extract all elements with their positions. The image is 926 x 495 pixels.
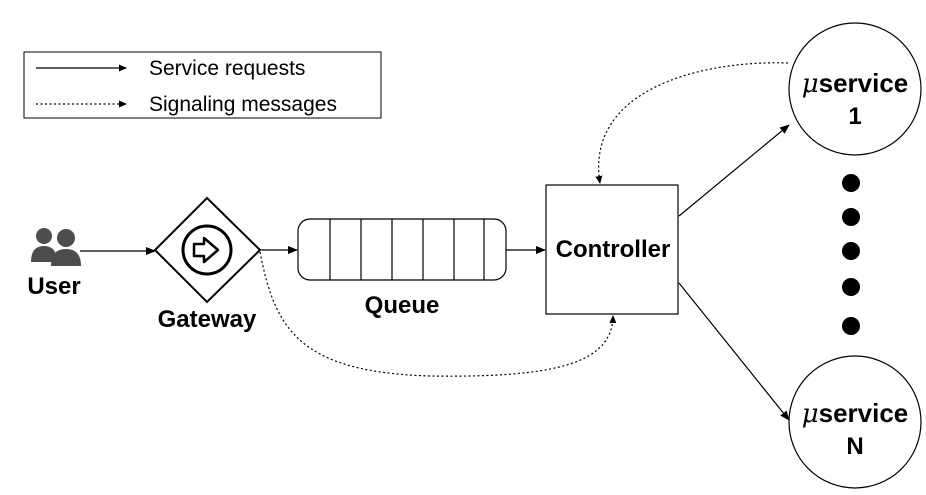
service-n-name: service bbox=[819, 398, 909, 428]
gateway-label: Gateway bbox=[158, 306, 257, 333]
right-arrow-icon bbox=[192, 236, 220, 264]
users-icon bbox=[31, 228, 81, 266]
user-label: User bbox=[27, 273, 80, 300]
service-1-index: 1 bbox=[848, 103, 861, 130]
gateway-node bbox=[153, 196, 262, 304]
controller-node bbox=[545, 184, 679, 315]
service-1-mu: μ bbox=[802, 69, 819, 99]
legend-box bbox=[23, 51, 382, 119]
arrow-controller-to-service-n bbox=[678, 282, 790, 421]
service-1-name: service bbox=[819, 68, 909, 98]
service-ellipsis bbox=[842, 174, 860, 335]
queue-label: Queue bbox=[365, 292, 440, 319]
legend: Service requests Signaling messages bbox=[23, 51, 382, 119]
service-1-node: μservice 1 bbox=[788, 22, 922, 156]
arrow-controller-to-service-1 bbox=[678, 124, 790, 217]
signal-service-1-to-controller bbox=[595, 62, 789, 184]
legend-signaling-messages: Signaling messages bbox=[149, 93, 337, 116]
controller-label: Controller bbox=[556, 236, 671, 263]
legend-service-requests: Service requests bbox=[149, 57, 305, 80]
service-n-node: μservice N bbox=[788, 355, 922, 489]
service-n-mu: μ bbox=[802, 399, 819, 429]
service-n-index: N bbox=[846, 433, 863, 460]
service-1-title: μservice bbox=[802, 68, 909, 99]
service-n-title: μservice bbox=[802, 398, 909, 429]
queue-node bbox=[297, 218, 507, 281]
signal-gateway-to-controller bbox=[259, 251, 617, 377]
